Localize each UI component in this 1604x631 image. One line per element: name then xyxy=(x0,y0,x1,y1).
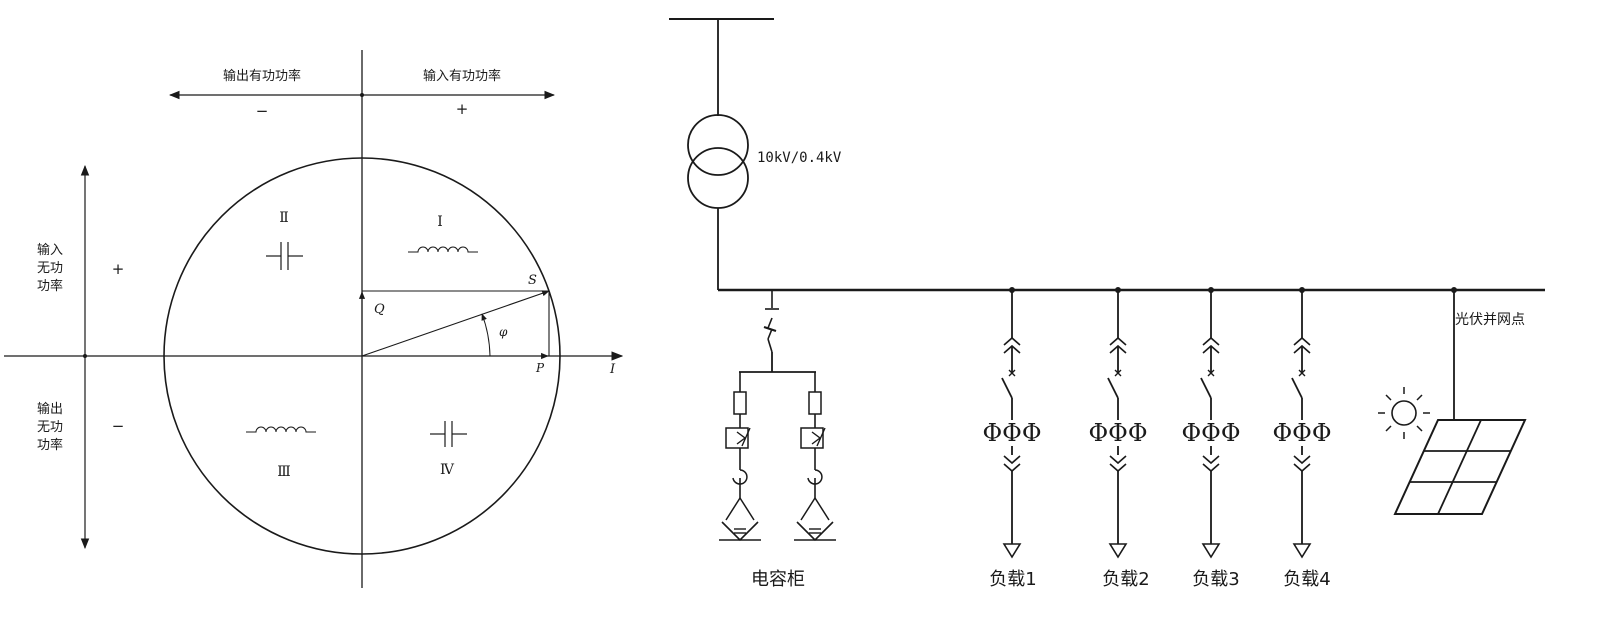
load-arrow-icon xyxy=(1108,543,1128,559)
current-transformer-icon: ΦΦΦ xyxy=(982,419,1041,447)
load-branch-3: ΦΦΦ 负载3 xyxy=(1181,287,1241,590)
capacitor-icon-q4 xyxy=(430,421,467,447)
capacitor-sub-branch-2 xyxy=(794,372,836,542)
current-transformer-icon: ΦΦΦ xyxy=(1272,419,1331,447)
breaker-icon xyxy=(1107,377,1119,399)
plug-contact-icon xyxy=(1003,455,1021,473)
label-s: S xyxy=(528,273,537,288)
fuse-icon xyxy=(808,391,822,415)
load-branch-2: ΦΦΦ 负载2 xyxy=(1088,287,1150,590)
load-label: 负载4 xyxy=(1283,569,1330,590)
plug-contact-icon xyxy=(1293,455,1311,473)
output-active-power-label: 输出有功功率 xyxy=(223,68,301,84)
current-transformer-icon: ΦΦΦ xyxy=(1088,419,1147,447)
load-label: 负载3 xyxy=(1192,569,1239,590)
contactor-icon xyxy=(800,427,824,449)
quadrant-3-label: Ⅲ xyxy=(277,464,291,480)
minus-reactive: − xyxy=(112,417,125,435)
pv-connection-point-label: 光伏并网点 xyxy=(1455,312,1525,328)
input-active-power-label: 输入有功功率 xyxy=(423,68,501,84)
solar-panel-icon xyxy=(1393,419,1527,515)
inductor-icon-q3 xyxy=(246,426,316,433)
breaker-icon xyxy=(1291,377,1303,399)
load-label: 负载1 xyxy=(989,569,1036,590)
breaker-icon xyxy=(1001,377,1013,399)
reactor-icon xyxy=(807,469,823,485)
breaker-icon xyxy=(1200,377,1212,399)
label-phi: φ xyxy=(499,325,508,339)
input-reactive-power-label: 输入 无功 功率 xyxy=(37,242,63,294)
load-label: 负载2 xyxy=(1102,569,1149,590)
load-branch-4: ΦΦΦ 负载4 xyxy=(1272,287,1332,590)
power-circle xyxy=(163,157,561,555)
single-line-diagram: 10kV/0.4kV 光伏并网点 xyxy=(669,18,1545,590)
power-quadrant-diagram: 输出有功功率 输入有功功率 − + 输入 无功 功率 输出 无功 功率 + − … xyxy=(4,50,624,588)
capacitor-bank-icon xyxy=(719,521,761,542)
svg-text:无功: 无功 xyxy=(37,261,63,276)
minus-active: − xyxy=(256,102,269,120)
svg-text:输出: 输出 xyxy=(37,401,63,417)
label-q: Q xyxy=(374,302,385,317)
load-arrow-icon xyxy=(1201,543,1221,559)
plus-reactive: + xyxy=(112,260,125,278)
load-arrow-icon xyxy=(1002,543,1022,559)
capacitor-icon-q2 xyxy=(266,242,303,270)
load-branch-1: ΦΦΦ 负载1 xyxy=(982,287,1042,590)
label-i: I xyxy=(609,362,616,377)
capacitor-sub-branch-1 xyxy=(719,372,761,542)
load-branches: ΦΦΦ 负载1 ΦΦΦ 负载2 ΦΦΦ 负载3 ΦΦΦ 负载4 xyxy=(982,287,1332,590)
s-vector xyxy=(361,290,550,357)
plug-contact-icon xyxy=(1109,455,1127,473)
plug-contact-icon xyxy=(1202,455,1220,473)
capacitor-cabinet-branch: 电容柜 xyxy=(719,290,836,590)
quadrant-2-label: Ⅱ xyxy=(279,210,289,226)
quadrant-1-label: Ⅰ xyxy=(437,214,443,230)
capacitor-bank-icon xyxy=(794,521,836,542)
phi-arc xyxy=(481,313,491,357)
current-transformer-icon: ΦΦΦ xyxy=(1181,419,1240,447)
load-arrow-icon xyxy=(1292,543,1312,559)
capacitor-cabinet-label: 电容柜 xyxy=(751,569,805,590)
load-break-switch-icon xyxy=(763,317,777,353)
transformer-rating: 10kV/0.4kV xyxy=(757,150,842,166)
svg-text:功率: 功率 xyxy=(37,437,63,453)
transformer-winding-1 xyxy=(687,114,749,176)
svg-text:功率: 功率 xyxy=(37,278,63,294)
plus-active: + xyxy=(456,100,469,118)
quadrant-4-label: Ⅳ xyxy=(440,462,455,478)
fuse-icon xyxy=(733,391,747,415)
reactor-icon xyxy=(732,469,748,485)
label-p: P xyxy=(535,361,545,375)
inductor-icon-q1 xyxy=(408,246,478,253)
transformer-winding-2 xyxy=(687,147,749,209)
svg-text:无功: 无功 xyxy=(37,420,63,435)
contactor-icon xyxy=(725,427,749,449)
sun-icon xyxy=(1378,387,1430,439)
svg-text:输入: 输入 xyxy=(37,242,63,258)
output-reactive-power-label: 输出 无功 功率 xyxy=(37,401,63,453)
